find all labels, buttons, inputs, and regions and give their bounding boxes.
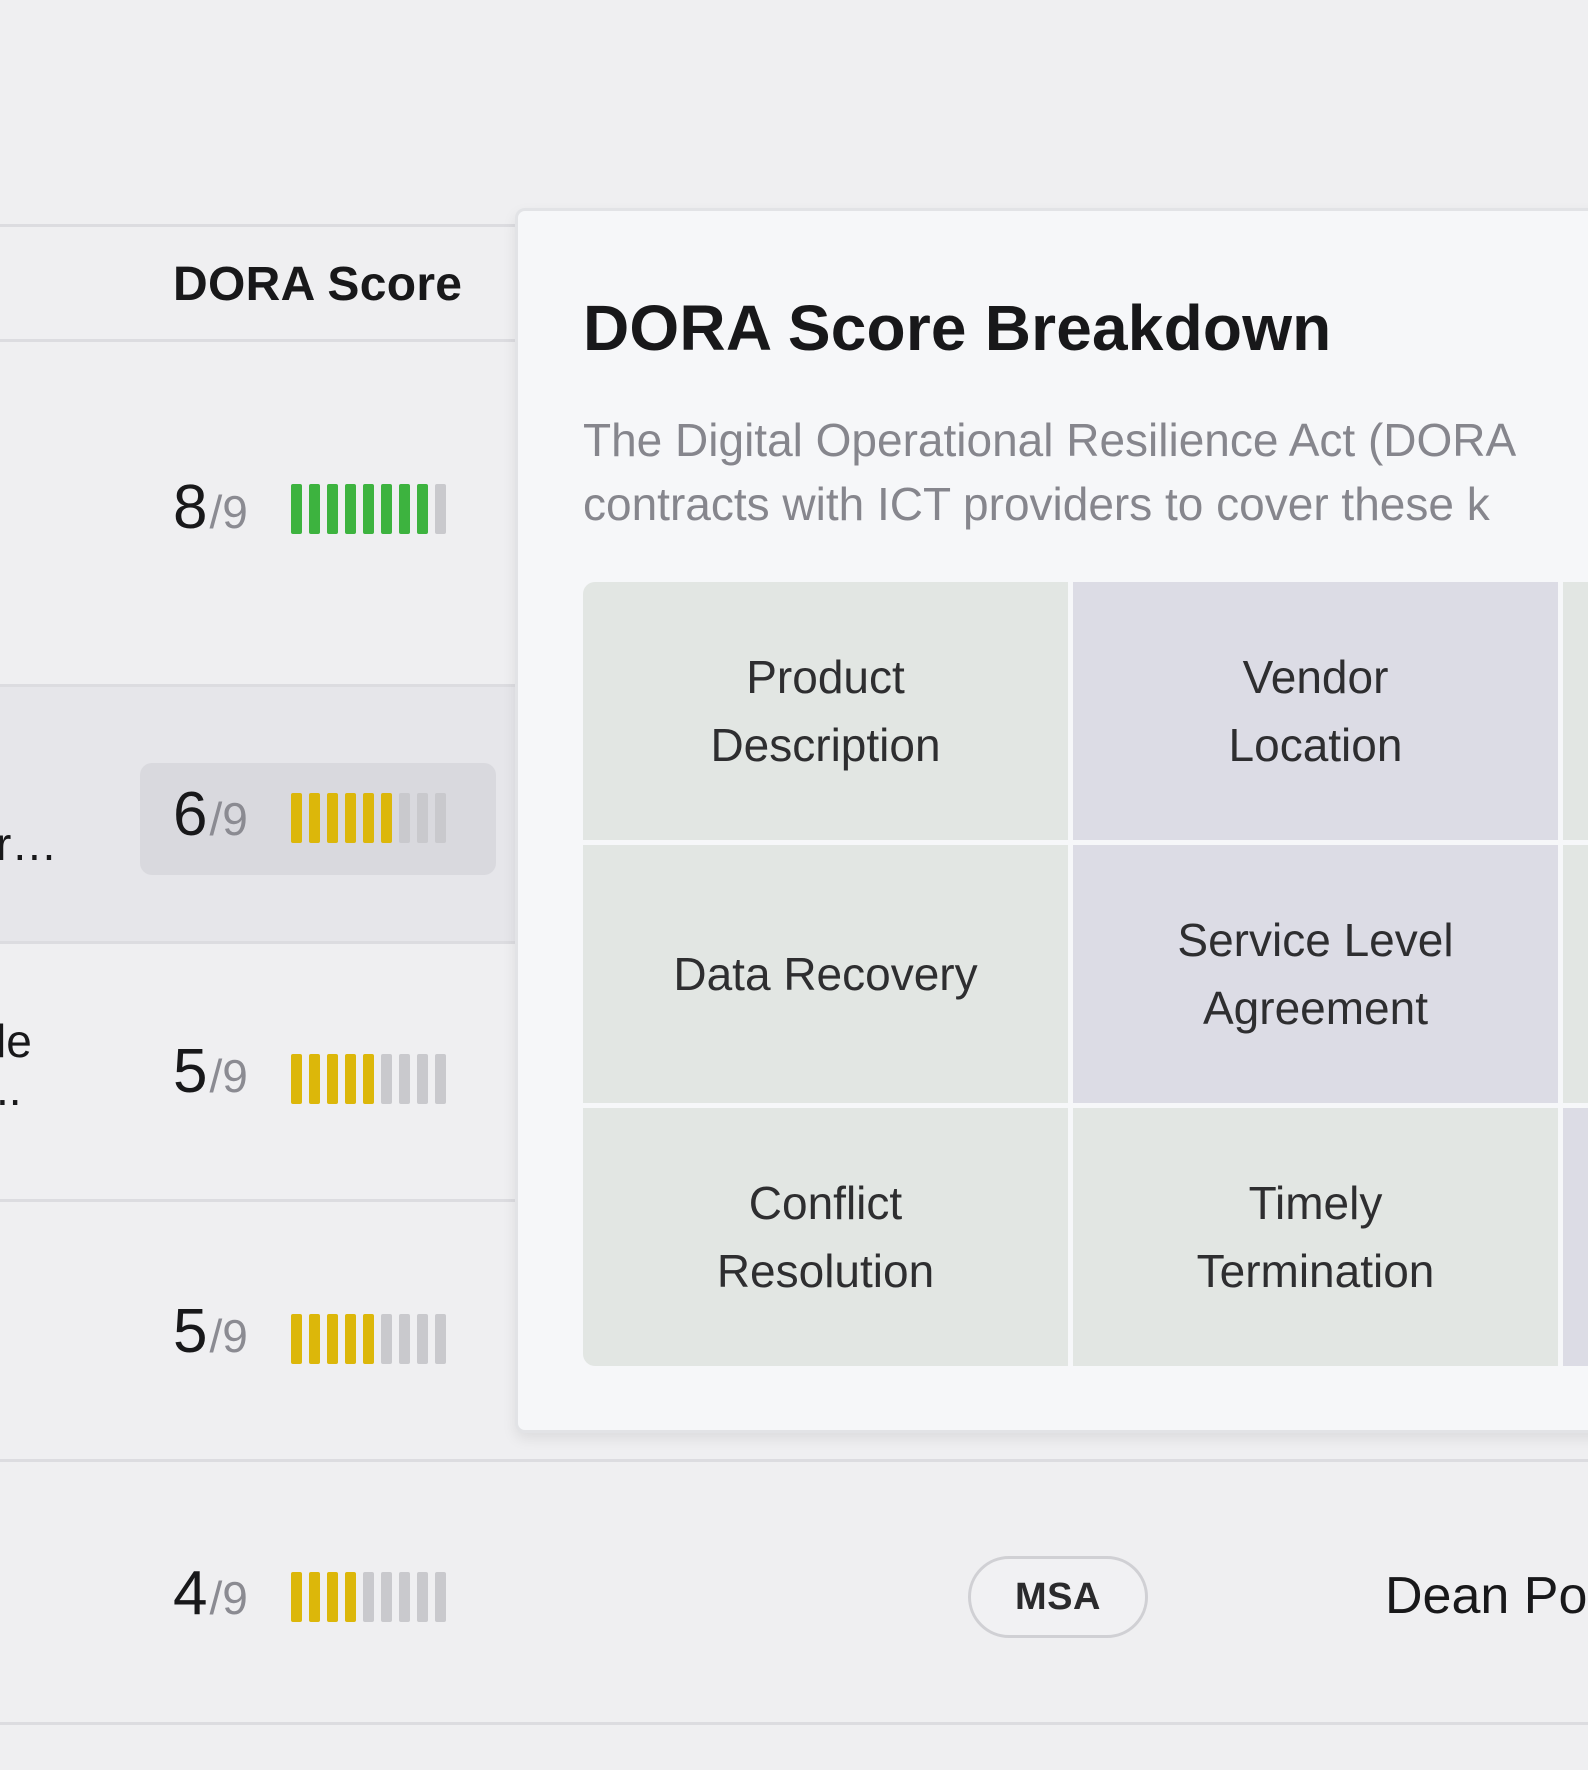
score-bar-filled xyxy=(363,793,374,843)
score-value: 6 xyxy=(173,780,208,849)
score-bar-empty xyxy=(399,1572,410,1622)
score-bar-empty xyxy=(435,793,446,843)
dora-score[interactable]: 5/9 xyxy=(173,1296,248,1367)
score-bar-empty xyxy=(435,484,446,534)
score-bar-filled xyxy=(291,1314,302,1364)
score-bar-empty xyxy=(435,1054,446,1104)
score-bar-filled xyxy=(309,793,320,843)
score-bar-empty xyxy=(417,793,428,843)
score-bar-filled xyxy=(363,1314,374,1364)
criterion-cell-met xyxy=(1563,845,1588,1103)
score-max: /9 xyxy=(209,486,248,538)
score-bar-filled xyxy=(309,1572,320,1622)
score-bar-filled xyxy=(327,793,338,843)
dora-score[interactable]: 5/9 xyxy=(173,1036,248,1107)
truncated-vendor-name: le xyxy=(0,1015,32,1067)
score-bar-filled xyxy=(327,1054,338,1104)
score-bar-filled xyxy=(381,484,392,534)
score-bar-filled xyxy=(291,793,302,843)
score-bar-empty xyxy=(381,1314,392,1364)
popover-description-line2: contracts with ICT providers to cover th… xyxy=(583,478,1490,530)
popover-description: The Digital Operational Resilience Act (… xyxy=(583,408,1588,536)
criterion-cell-met: Data Recovery xyxy=(583,845,1068,1103)
score-bar-filled xyxy=(345,793,356,843)
document-type-badge[interactable]: MSA xyxy=(968,1556,1148,1638)
table-row[interactable]: 4/9 MSA Dean Po xyxy=(0,1462,1588,1725)
score-value: 5 xyxy=(173,1297,208,1366)
score-bar-filled xyxy=(327,1572,338,1622)
score-bars xyxy=(291,1314,446,1364)
table-row[interactable]: 5/9 xyxy=(0,1202,1588,1462)
score-bar-empty xyxy=(435,1572,446,1622)
table-header: DORA Score xyxy=(0,224,520,342)
score-bar-empty xyxy=(435,1314,446,1364)
score-value: 8 xyxy=(173,473,208,542)
popover-description-line1: The Digital Operational Resilience Act (… xyxy=(583,414,1517,466)
score-bar-empty xyxy=(417,1054,428,1104)
score-bars xyxy=(291,1572,446,1622)
score-bar-filled xyxy=(291,1572,302,1622)
score-bars xyxy=(291,793,446,843)
score-bar-filled xyxy=(345,484,356,534)
score-bar-empty xyxy=(399,1054,410,1104)
score-bar-filled xyxy=(309,1314,320,1364)
score-max: /9 xyxy=(209,793,248,845)
score-bar-filled xyxy=(291,484,302,534)
score-bar-empty xyxy=(381,1572,392,1622)
dora-score[interactable]: 6/9 xyxy=(173,779,248,850)
score-bar-filled xyxy=(363,484,374,534)
score-bar-empty xyxy=(417,1572,428,1622)
score-bar-empty xyxy=(399,793,410,843)
score-bar-filled xyxy=(345,1572,356,1622)
score-bar-filled xyxy=(363,1054,374,1104)
score-bar-filled xyxy=(309,1054,320,1104)
dora-score-breakdown-popover: DORA Score Breakdown The Digital Operati… xyxy=(515,208,1588,1433)
dora-score[interactable]: 8/9 xyxy=(173,472,248,543)
truncated-vendor-name: r… xyxy=(0,818,58,870)
score-value: 4 xyxy=(173,1559,208,1628)
dora-score-column-header[interactable]: DORA Score xyxy=(173,258,463,311)
score-bars xyxy=(291,484,446,534)
score-bar-empty xyxy=(363,1572,374,1622)
dora-score[interactable]: 4/9 xyxy=(173,1558,248,1629)
score-bar-empty xyxy=(399,1314,410,1364)
score-bar-filled xyxy=(381,793,392,843)
criterion-cell-met xyxy=(1563,582,1588,840)
score-bar-filled xyxy=(309,484,320,534)
score-bar-filled xyxy=(327,484,338,534)
score-bar-filled xyxy=(291,1054,302,1104)
score-value: 5 xyxy=(173,1037,208,1106)
score-bar-empty xyxy=(381,1054,392,1104)
score-max: /9 xyxy=(209,1572,248,1624)
owner-name: Dean Po xyxy=(1385,1567,1588,1625)
criterion-cell-unmet xyxy=(1563,1108,1588,1366)
truncated-vendor-name-line2: .. xyxy=(0,1063,22,1115)
score-bar-empty xyxy=(417,1314,428,1364)
popover-title: DORA Score Breakdown xyxy=(583,292,1332,364)
score-bar-filled xyxy=(345,1314,356,1364)
score-bar-filled xyxy=(399,484,410,534)
score-bars xyxy=(291,1054,446,1104)
score-max: /9 xyxy=(209,1310,248,1362)
score-bar-filled xyxy=(417,484,428,534)
score-bar-filled xyxy=(327,1314,338,1364)
score-max: /9 xyxy=(209,1050,248,1102)
score-bar-filled xyxy=(345,1054,356,1104)
